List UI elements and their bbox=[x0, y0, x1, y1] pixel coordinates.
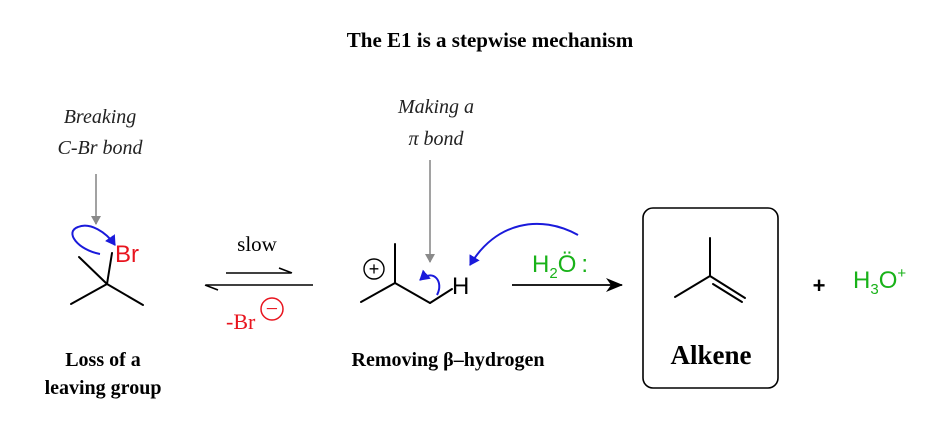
diagram-title: The E1 is a stepwise mechanism bbox=[347, 28, 634, 52]
alkene-caption: Alkene bbox=[671, 340, 752, 370]
bond-c-br bbox=[106, 252, 113, 285]
positive-charge-sign: + bbox=[369, 259, 380, 279]
removing-caption: Removing β–hydrogen bbox=[352, 349, 545, 371]
breaking-note-line1: Breaking bbox=[64, 106, 137, 128]
loss-caption-line2: leaving group bbox=[45, 377, 162, 399]
bond-c-methyl3 bbox=[106, 283, 144, 306]
bond-alkene-methyl-left bbox=[674, 275, 711, 298]
loss-caption-line1: Loss of a bbox=[65, 349, 141, 371]
bond-alkene-double-inner bbox=[712, 283, 743, 303]
bond-methyl-left bbox=[360, 282, 396, 303]
alkene-frame bbox=[642, 207, 779, 389]
making-note-line1: Making a bbox=[397, 96, 474, 118]
water-base: H2Ö: bbox=[532, 251, 588, 282]
bond-c-methyl1 bbox=[78, 256, 108, 285]
slow-label: slow bbox=[237, 232, 278, 256]
bond-beta-c-h bbox=[429, 288, 453, 304]
breaking-note-line2: C-Br bond bbox=[58, 137, 144, 159]
carbocation-structure: + H bbox=[360, 222, 579, 304]
beta-hydrogen-atom: H bbox=[452, 273, 469, 300]
pi-bond-forming-curved-arrow bbox=[419, 269, 441, 296]
bond-alkene-double-outer bbox=[709, 275, 746, 299]
proton-removal-curved-arrow bbox=[469, 222, 579, 266]
reactant-structure: Br bbox=[70, 224, 144, 306]
negative-charge-circle bbox=[260, 297, 284, 321]
bromine-atom: Br bbox=[115, 241, 139, 268]
forward-arrow-half-head bbox=[278, 267, 293, 274]
hydronium-ion: H3O+ bbox=[853, 265, 906, 298]
bond-c-methyl2 bbox=[70, 283, 108, 305]
reverse-arrow-half-head bbox=[204, 284, 219, 291]
positive-charge-circle bbox=[363, 258, 385, 280]
water-molecule: H2Ö: bbox=[532, 251, 588, 282]
making-note-line2: π bond bbox=[408, 128, 464, 150]
plus-sign: + bbox=[813, 273, 826, 298]
equilibrium-arrows: slow -Br − bbox=[204, 232, 313, 334]
negative-charge-sign: − bbox=[266, 296, 278, 321]
bond-breaking-curved-arrow bbox=[71, 224, 116, 255]
leaving-group-label: -Br bbox=[226, 309, 256, 334]
bond-to-beta-carbon bbox=[394, 282, 431, 304]
product-box: Alkene bbox=[642, 207, 779, 389]
